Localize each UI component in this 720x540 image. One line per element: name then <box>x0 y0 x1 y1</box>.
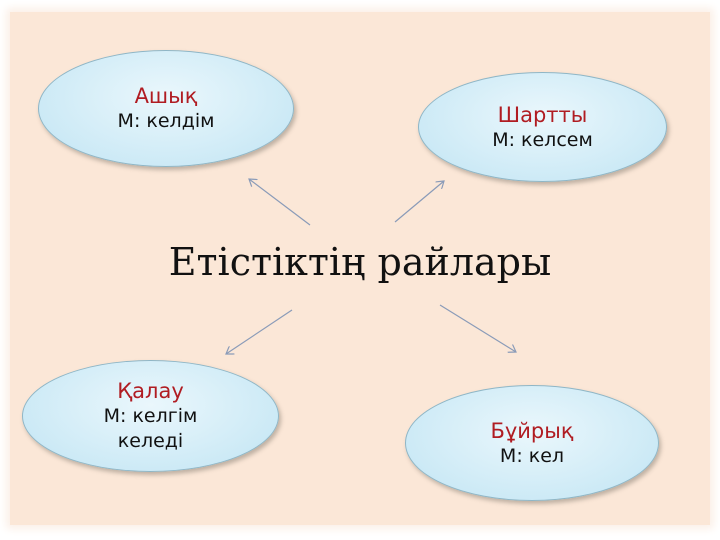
mood-qalau: Қалау М: келгім келеді <box>22 360 279 472</box>
diagram-title: Етістіктің райлары <box>168 240 552 284</box>
mood-example: М: кел <box>499 444 565 467</box>
arrow-to-shartty <box>394 181 444 223</box>
mood-name: Ашық <box>134 84 198 108</box>
mood-name: Бұйрық <box>490 418 574 443</box>
mood-example: М: келгім келеді <box>103 405 198 452</box>
mood-buiryq: Бұйрық М: кел <box>405 385 659 501</box>
arrow-to-buiryq <box>439 304 516 352</box>
mood-example: М: келсем <box>492 128 593 151</box>
mood-shartty: Шартты М: келсем <box>418 72 667 182</box>
arrow-to-ashyq <box>249 179 311 226</box>
mood-name: Қалау <box>117 379 184 403</box>
arrow-to-qalau <box>226 309 293 354</box>
mood-example: М: келдім <box>117 110 215 132</box>
mood-ashyq: Ашық М: келдім <box>38 50 294 167</box>
mood-name: Шартты <box>497 102 588 127</box>
